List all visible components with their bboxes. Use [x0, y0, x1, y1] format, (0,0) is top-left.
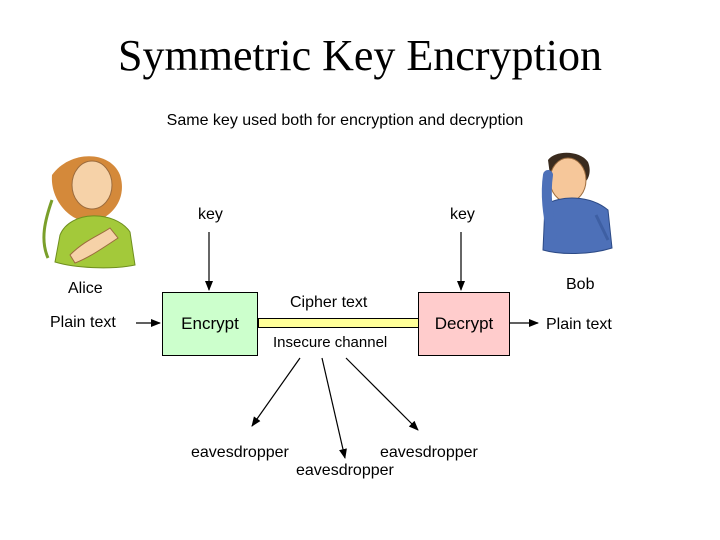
eavesdropper-left: eavesdropper: [191, 444, 289, 461]
slide-title: Symmetric Key Encryption: [118, 31, 602, 80]
insecure-channel-bar: [258, 318, 420, 328]
bob-illustration: [541, 152, 613, 255]
alice-name: Alice: [68, 280, 103, 297]
bob-name: Bob: [566, 276, 595, 293]
decrypt-box: Decrypt: [418, 292, 510, 356]
eavesdropper-arrow-middle: [321, 357, 347, 459]
eavesdropper-arrow-left: [251, 357, 301, 427]
encrypt-box: Encrypt: [162, 292, 258, 356]
bob-key-label: key: [450, 206, 475, 223]
decrypt-label: Decrypt: [434, 314, 494, 333]
slide-subtitle: Same key used both for encryption and de…: [166, 112, 524, 129]
alice-illustration: [42, 156, 136, 269]
insecure-channel-label: Insecure channel: [273, 334, 388, 351]
plaintext-input-label: Plain text: [50, 314, 116, 331]
alice-key-label: key: [198, 206, 223, 223]
cipher-text-label: Cipher text: [290, 294, 368, 311]
encrypt-label: Encrypt: [181, 314, 239, 333]
eavesdropper-right: eavesdropper: [380, 444, 478, 461]
eavesdropper-arrow-right: [345, 357, 419, 431]
plaintext-output-label: Plain text: [546, 316, 612, 333]
eavesdropper-middle: eavesdropper: [296, 462, 394, 479]
